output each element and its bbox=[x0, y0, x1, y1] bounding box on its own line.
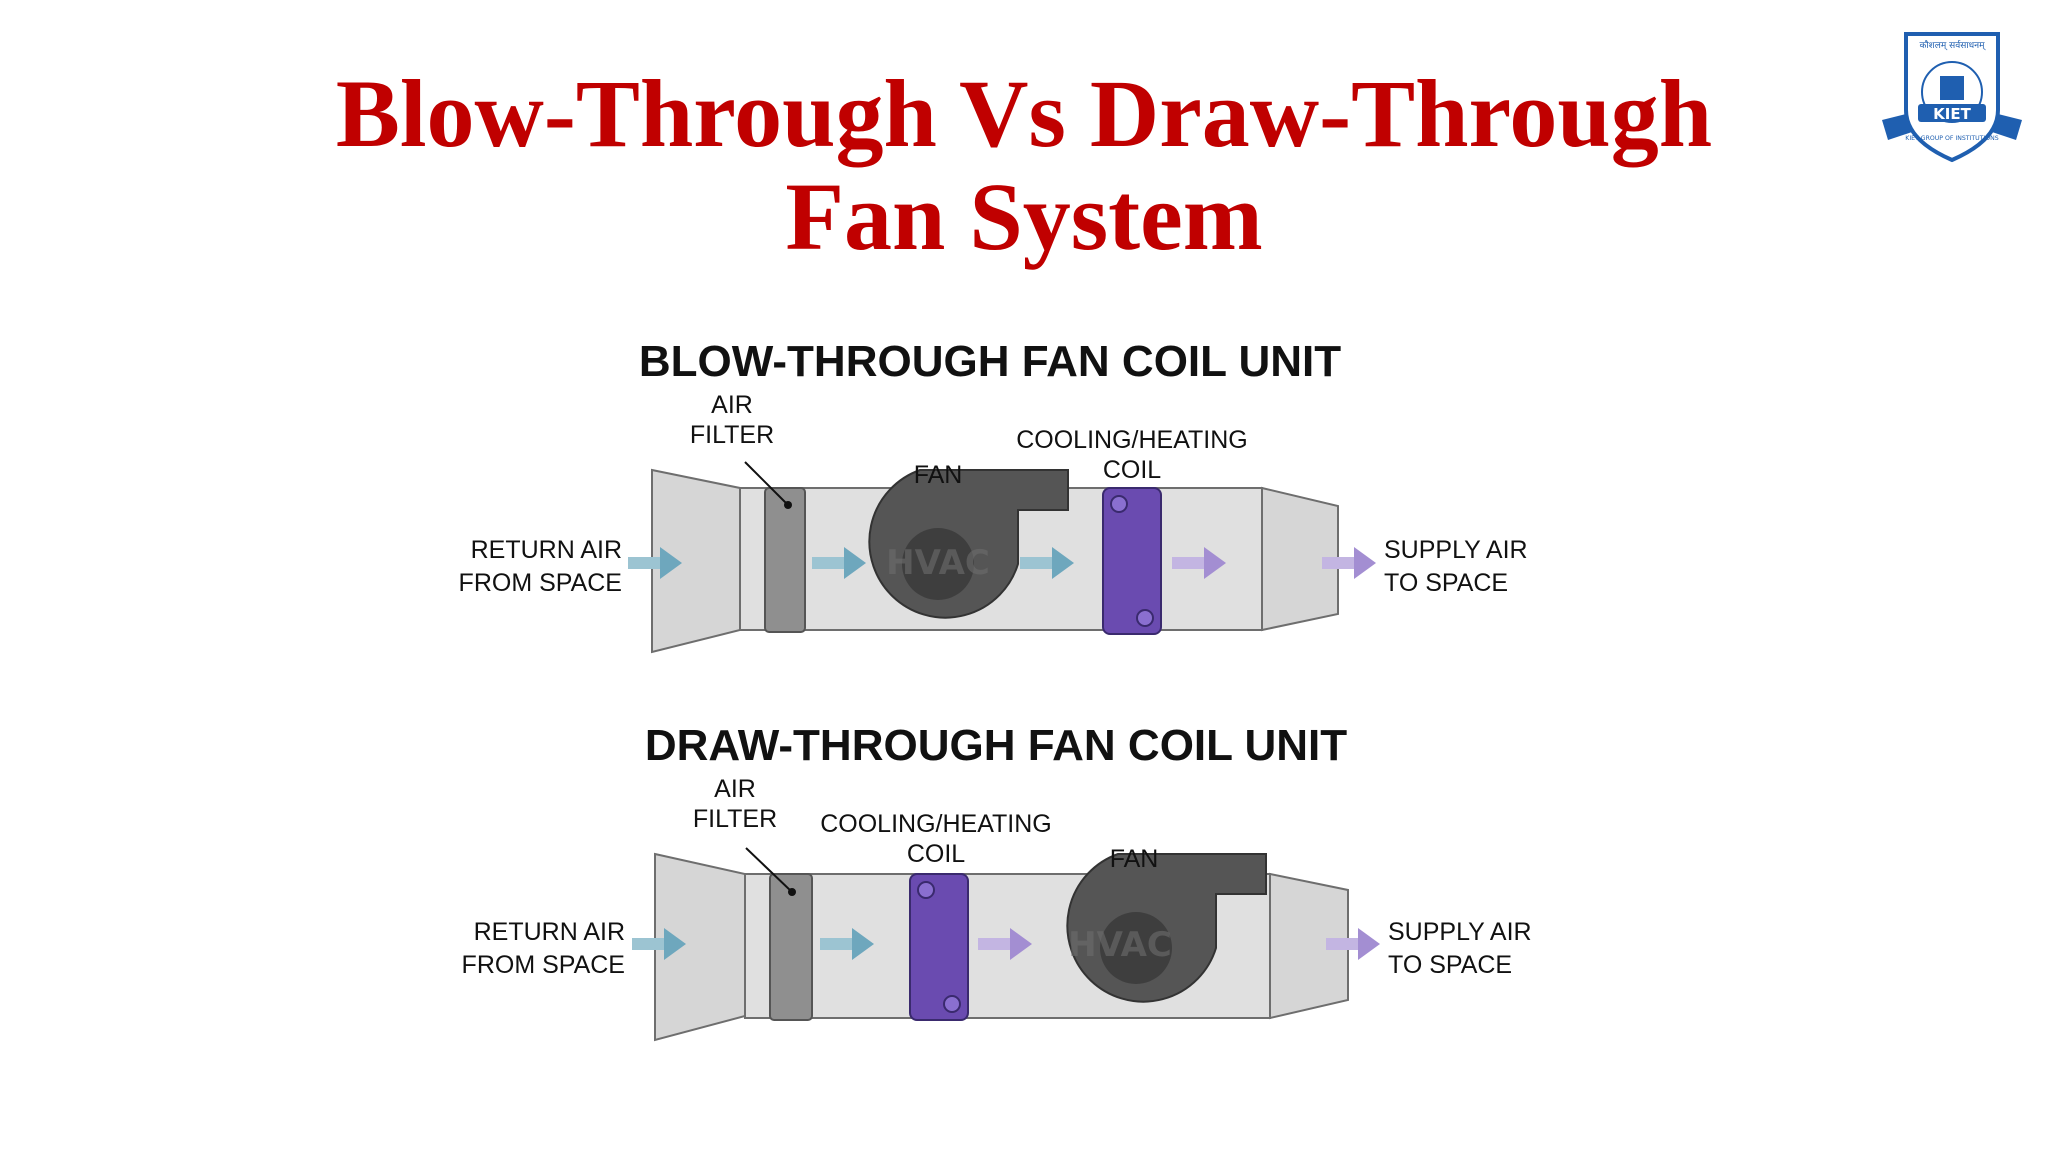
kiet-logo: कौशलम् सर्वसाधनम् KIET KIET GROUP OF INS… bbox=[1882, 32, 2022, 163]
logo-name: KIET bbox=[1933, 105, 1971, 123]
draw-through-return-label-1: RETURN AIR bbox=[474, 918, 625, 946]
logo-name-plate bbox=[1918, 104, 1986, 122]
draw-through-filter-leader bbox=[745, 847, 793, 893]
draw-through-filter-label-2: FILTER bbox=[693, 805, 777, 833]
blow-through-supply-label-1: SUPPLY AIR bbox=[1384, 536, 1528, 564]
draw-through-return-label-2: FROM SPACE bbox=[462, 951, 625, 979]
logo-ribbon-right bbox=[1992, 114, 2022, 140]
draw-through-watermark: HVAC bbox=[1068, 925, 1172, 965]
blow-through-filter-dot bbox=[784, 501, 792, 509]
slide-title-line-2: Fan System bbox=[785, 163, 1263, 270]
blow-through-filter-label-1: AIR bbox=[711, 391, 753, 419]
draw-through-air-filter bbox=[769, 873, 813, 1021]
slide-title-line-1: Blow-Through Vs Draw-Through bbox=[335, 60, 1713, 167]
logo-motto: कौशलम् सर्वसाधनम् bbox=[1919, 39, 1986, 51]
blow-through-return-label-2: FROM SPACE bbox=[459, 569, 622, 597]
blow-through-fan-label: FAN bbox=[914, 461, 963, 489]
logo-building-icon bbox=[1940, 76, 1964, 100]
blow-through-filter-label-2: FILTER bbox=[690, 421, 774, 449]
draw-through-heading: DRAW-THROUGH FAN COIL UNIT bbox=[645, 721, 1347, 770]
draw-through-diagram: DRAW-THROUGH FAN COIL UNIT HVAC AIR FILT… bbox=[462, 721, 1532, 1042]
blow-through-air-filter bbox=[764, 487, 806, 633]
logo-ribbon-left bbox=[1882, 114, 1912, 140]
draw-through-supply-label-1: SUPPLY AIR bbox=[1388, 918, 1532, 946]
draw-through-filter-label-1: AIR bbox=[714, 775, 756, 803]
draw-through-outlet-hood bbox=[1269, 872, 1349, 1020]
blow-through-coil-label-2: COIL bbox=[1103, 456, 1161, 484]
draw-through-filter-dot bbox=[788, 888, 796, 896]
logo-ring-text: KIET GROUP OF INSTITUTIONS bbox=[1905, 135, 1999, 142]
blow-through-diagram: BLOW-THROUGH FAN COIL UNIT HVAC AIR FILT… bbox=[459, 337, 1528, 654]
draw-through-coil-label-2: COIL bbox=[907, 840, 965, 868]
blow-through-return-label-1: RETURN AIR bbox=[471, 536, 622, 564]
draw-through-coil-icon bbox=[909, 873, 969, 1021]
draw-through-fan-label: FAN bbox=[1110, 845, 1159, 873]
blow-through-coil-label-1: COOLING/HEATING bbox=[1016, 426, 1248, 454]
blow-through-heading: BLOW-THROUGH FAN COIL UNIT bbox=[639, 337, 1341, 386]
draw-through-supply-label-2: TO SPACE bbox=[1388, 951, 1512, 979]
blow-through-supply-label-2: TO SPACE bbox=[1384, 569, 1508, 597]
blow-through-watermark: HVAC bbox=[886, 543, 990, 583]
blow-through-outlet-hood bbox=[1261, 486, 1339, 632]
blow-through-filter-leader bbox=[744, 461, 789, 506]
blow-through-coil-icon bbox=[1102, 487, 1162, 635]
draw-through-coil-label-1: COOLING/HEATING bbox=[820, 810, 1052, 838]
slide-title: Blow-Through Vs Draw-Through Fan System bbox=[0, 62, 2048, 268]
